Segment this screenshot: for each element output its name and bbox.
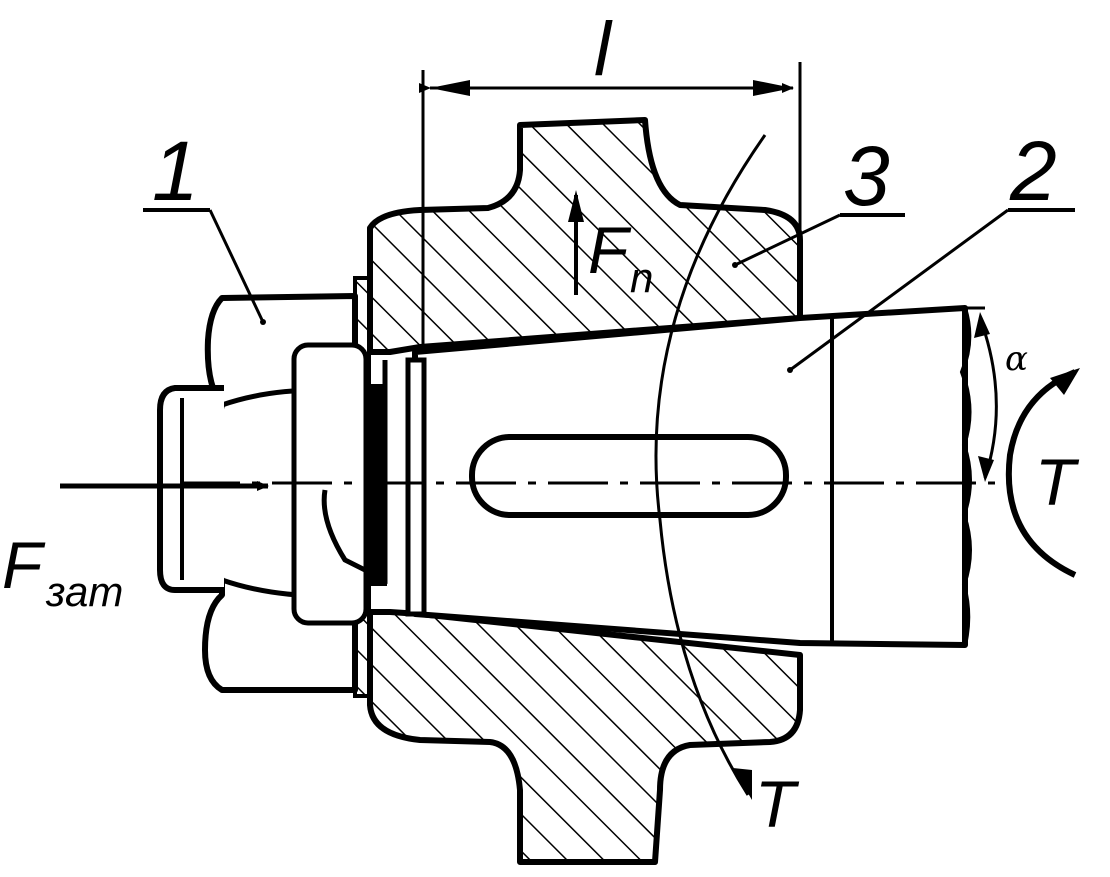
torque-arc-right xyxy=(1005,369,1077,578)
length-label: l xyxy=(594,7,613,92)
part-3-label: 3 xyxy=(843,129,890,223)
threaded-shaft-end xyxy=(157,385,224,593)
lock-tab-bar xyxy=(371,384,387,586)
taper-angle-arc xyxy=(978,317,998,479)
torque-bottom-label: T xyxy=(755,767,800,841)
torque-right-label: T xyxy=(1035,445,1080,519)
leader-part-1 xyxy=(208,209,265,323)
torque-arc-hub xyxy=(654,134,767,796)
leader-part-2 xyxy=(789,208,1009,372)
lock-tab xyxy=(321,360,388,585)
part-2-label: 2 xyxy=(1009,124,1057,218)
hub-upper-section xyxy=(367,117,803,355)
keyway-slot xyxy=(469,434,789,518)
leader-part-3 xyxy=(734,213,841,267)
clamp-force-symbol: F xyxy=(2,528,46,602)
hub-lower-section xyxy=(367,609,803,865)
taper-angle-label: α xyxy=(1005,339,1028,379)
clamp-force-subscript: зат xyxy=(45,568,123,615)
shaft-break-line xyxy=(959,307,972,646)
washer xyxy=(405,357,427,617)
normal-force-subscript: n xyxy=(630,254,653,301)
part-1-label: 1 xyxy=(152,124,199,218)
normal-force-symbol: F xyxy=(588,213,632,287)
